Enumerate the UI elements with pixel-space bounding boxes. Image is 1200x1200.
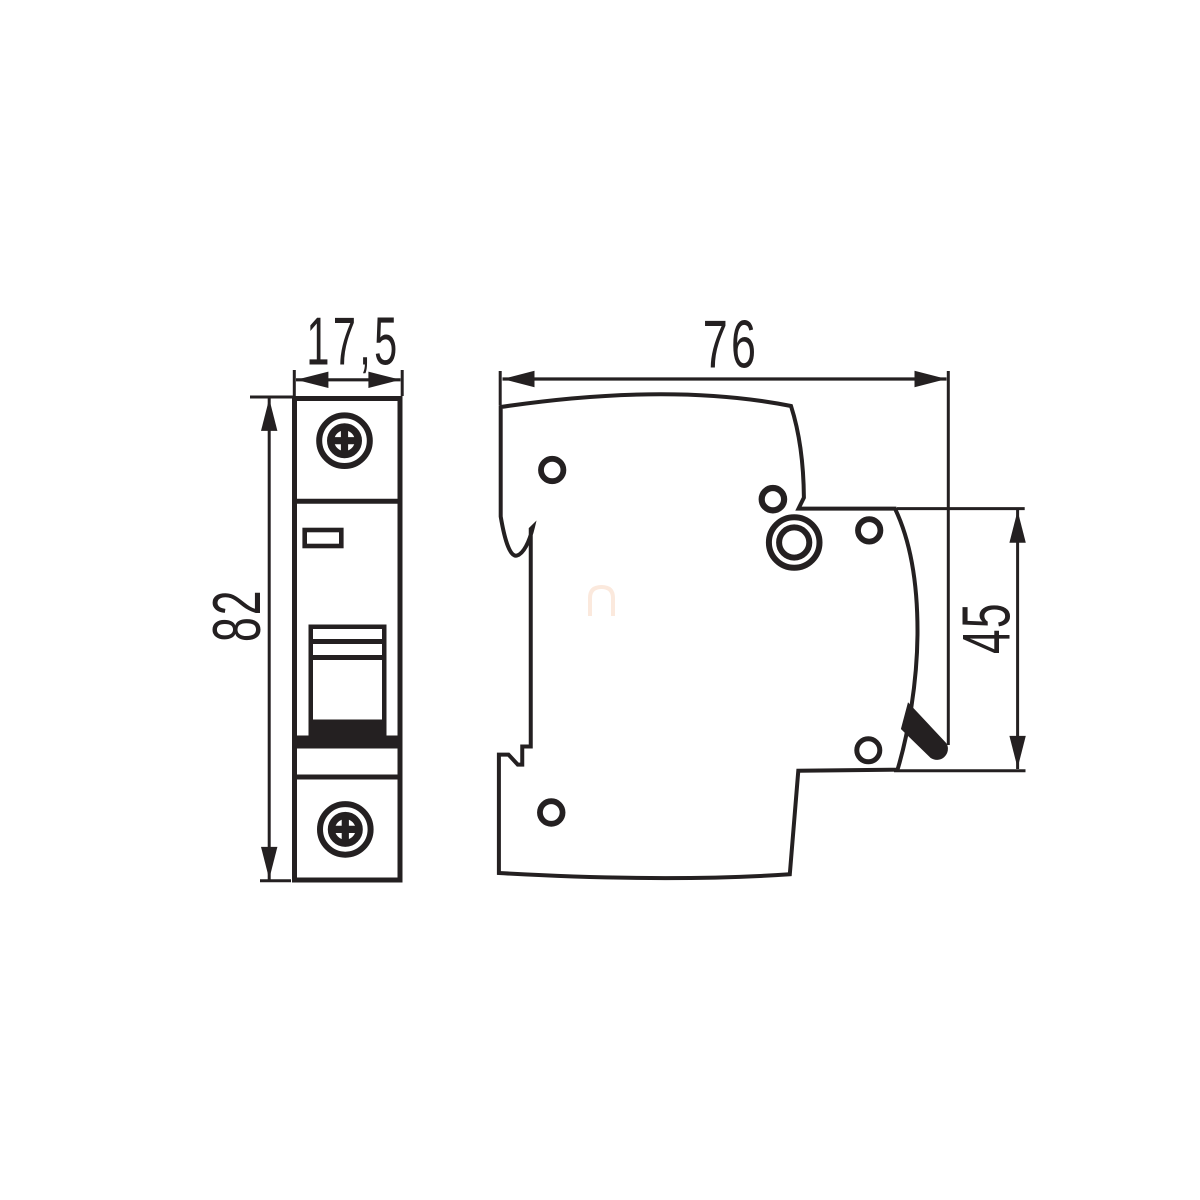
svg-text:45: 45 xyxy=(949,602,1025,654)
svg-text:76: 76 xyxy=(703,307,760,383)
svg-text:82: 82 xyxy=(200,589,276,642)
svg-text:17,5: 17,5 xyxy=(306,303,400,379)
